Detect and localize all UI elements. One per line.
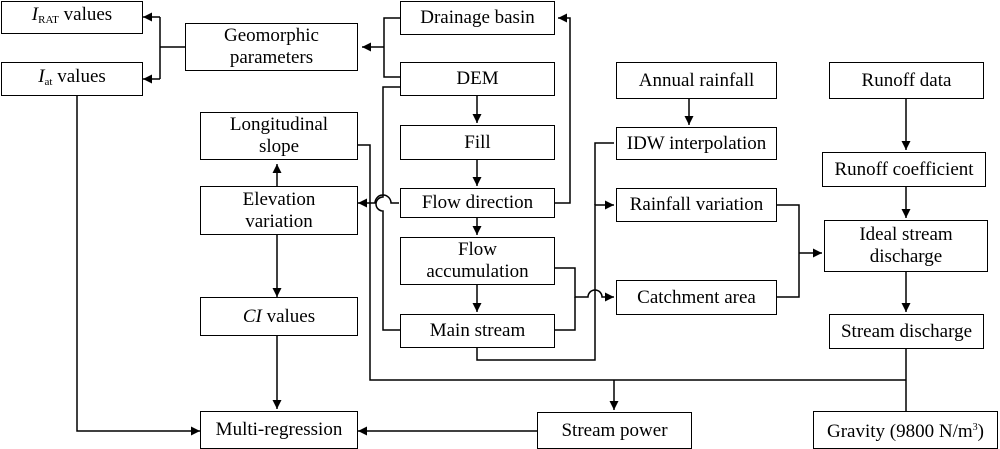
catchment-area-box: Catchment area (616, 280, 777, 315)
runoff-coefficient-box: Runoff coefficient (822, 152, 986, 187)
main-stream-box: Main stream (400, 314, 555, 348)
connector-slope-discharge-gravity (358, 144, 906, 381)
stream-power-box: Stream power (537, 412, 692, 449)
annual-rainfall-box: Annual rainfall (616, 62, 777, 99)
arrow-iat-to-regression (76, 96, 200, 436)
connector-rainfall-catchment (777, 204, 800, 298)
arrow-to-elevation (358, 194, 399, 208)
fill-box: Fill (400, 125, 555, 160)
iat-values-box: Iat values (1, 62, 143, 96)
arrow-accumulation-to-catchment (555, 267, 614, 302)
arrow-direction-to-basin (555, 13, 571, 204)
connector-idw (594, 142, 614, 205)
connector-dem-to-mainstream (375, 86, 400, 331)
multi-regression-box: Multi-regression (200, 411, 358, 449)
irat-values-box: IRAT values (1, 1, 143, 34)
connector-basin-dem (383, 17, 400, 78)
stream-discharge-box: Stream discharge (829, 314, 984, 349)
rainfall-variation-box: Rainfall variation (616, 188, 777, 222)
idw-interpolation-box: IDW interpolation (616, 127, 777, 160)
connector-mainstream-right (555, 297, 576, 331)
dem-box: DEM (400, 62, 555, 96)
flow-direction-box: Flow direction (400, 188, 555, 218)
connector-geomorphic-to-indices (159, 17, 185, 79)
arrow-to-rainfall-variation (476, 200, 614, 361)
ci-values-box: CI values (200, 297, 358, 336)
runoff-data-box: Runoff data (829, 62, 984, 99)
gravity-box: Gravity (9800 N/m3) (813, 411, 998, 449)
drainage-basin-box: Drainage basin (400, 1, 555, 35)
